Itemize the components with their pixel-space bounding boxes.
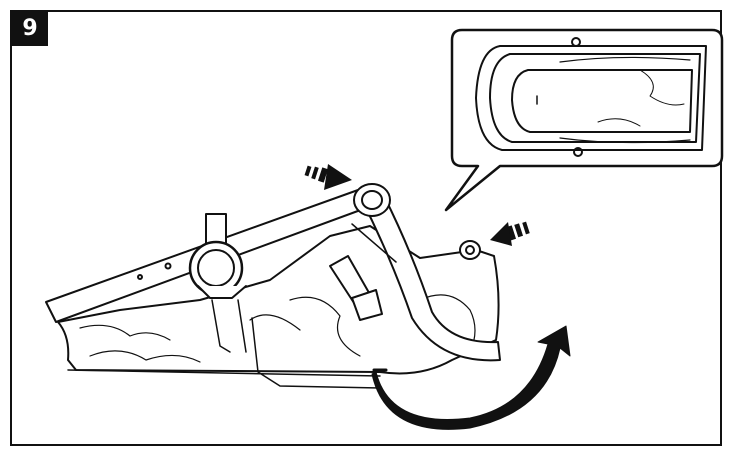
push-arrow-upper-left (305, 164, 352, 190)
stroller-frame (46, 184, 500, 388)
inset-detail-callout (446, 30, 722, 210)
push-arrow-right (490, 222, 530, 246)
